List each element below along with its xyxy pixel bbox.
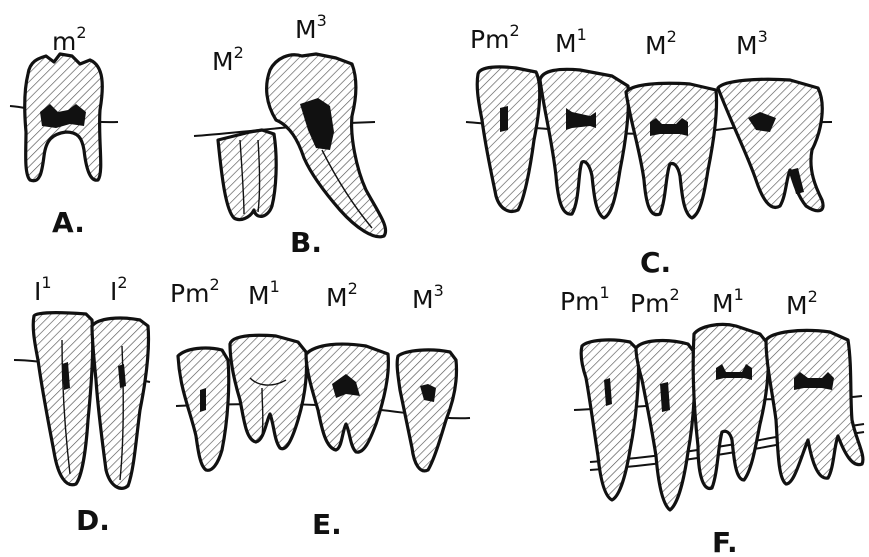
tooth-M3 bbox=[718, 79, 823, 211]
tooth-label: M2 bbox=[326, 279, 358, 312]
tooth-Pm1 bbox=[581, 340, 638, 500]
panel-b: M2 M3 B. bbox=[194, 11, 386, 259]
tooth-M2 bbox=[218, 130, 276, 220]
tooth-label: M3 bbox=[736, 27, 768, 60]
tooth-label: Pm2 bbox=[630, 285, 680, 318]
tooth-label: I2 bbox=[110, 273, 128, 306]
panel-f: Pm1 Pm2 M1 M2 F. bbox=[560, 283, 864, 557]
root-canal bbox=[262, 388, 263, 436]
tooth-I2 bbox=[92, 318, 149, 488]
tooth-M1 bbox=[693, 324, 768, 488]
tooth-M1 bbox=[230, 335, 307, 448]
tooth-M2 bbox=[626, 83, 717, 218]
tooth-label: I1 bbox=[34, 273, 52, 306]
panel-letter: F. bbox=[712, 526, 738, 557]
tooth-label: m2 bbox=[52, 23, 87, 56]
tooth-Pm2 bbox=[636, 341, 695, 510]
tooth-label: M3 bbox=[295, 11, 327, 44]
tooth-label: M1 bbox=[248, 277, 280, 310]
tooth-M2 bbox=[766, 330, 863, 484]
panel-letter: B. bbox=[290, 226, 322, 259]
panel-letter: A. bbox=[52, 206, 85, 239]
tooth-Pm2 bbox=[477, 67, 539, 212]
panel-a: m2 A. bbox=[10, 23, 118, 239]
tooth-label: Pm1 bbox=[560, 283, 610, 316]
pulp-chamber bbox=[500, 106, 508, 132]
tooth-label: M2 bbox=[786, 287, 818, 320]
pulp-chamber bbox=[200, 388, 206, 412]
tooth-label: Pm2 bbox=[470, 21, 520, 54]
tooth-label: M1 bbox=[712, 285, 744, 318]
panel-letter: C. bbox=[640, 246, 671, 279]
tooth-label: M3 bbox=[412, 281, 444, 314]
panel-c: Pm2 M1 M2 M3 C. bbox=[466, 21, 832, 279]
panel-letter: E. bbox=[312, 508, 342, 541]
tooth-M1 bbox=[540, 69, 629, 218]
tooth-label: M1 bbox=[555, 25, 587, 58]
tooth-M2 bbox=[306, 344, 388, 452]
tooth-label: Pm2 bbox=[170, 275, 220, 308]
tooth-M3 bbox=[397, 350, 456, 471]
tooth-label: M2 bbox=[212, 43, 244, 76]
panel-e: Pm2 M1 M2 M3 E. bbox=[170, 275, 470, 541]
panel-d: I1 I2 D. bbox=[14, 273, 150, 537]
panel-letter: D. bbox=[76, 504, 110, 537]
tooth-label: M2 bbox=[645, 27, 677, 60]
